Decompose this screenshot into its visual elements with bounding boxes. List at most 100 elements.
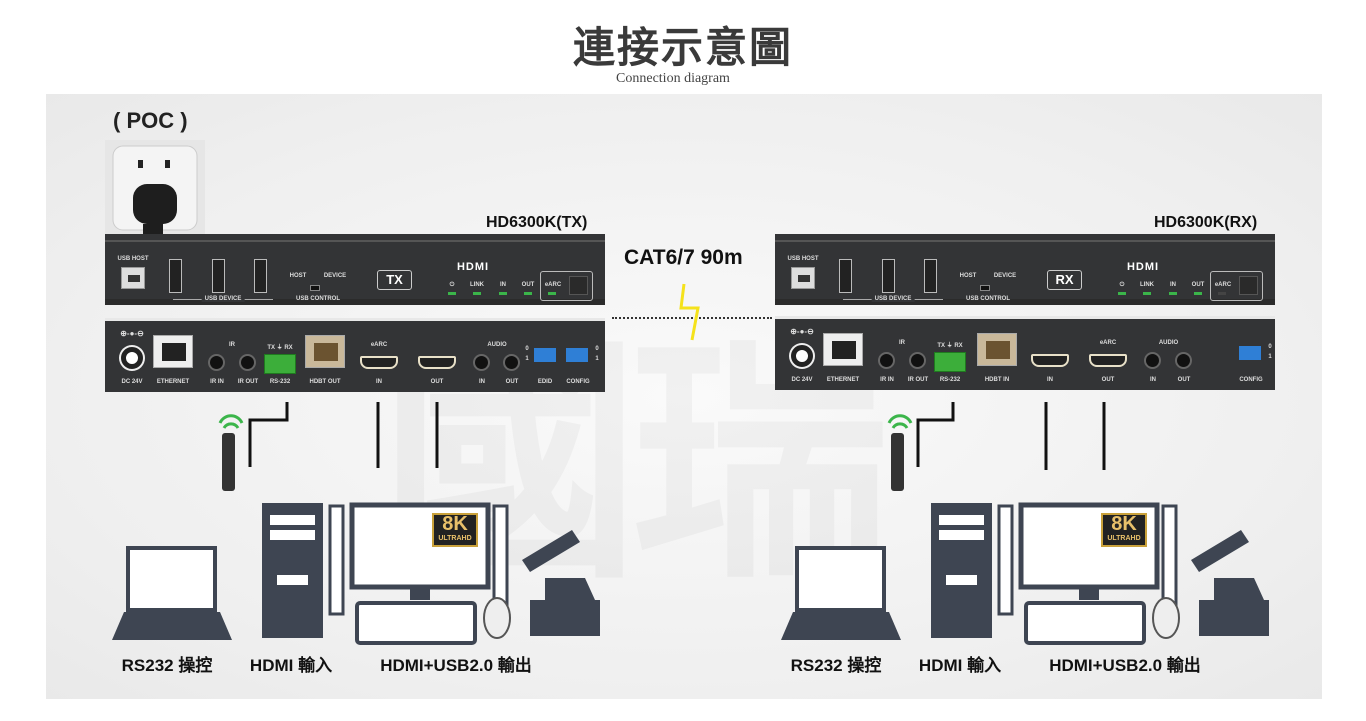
rx-led-label-0: ⏻ (1119, 282, 1125, 288)
tx-front-panel: USB HOST USB DEVICE HOST DEVICE USB CONTROL T… (105, 240, 605, 305)
rx-usb-control-switch[interactable] (980, 285, 990, 291)
rx-led-label-3: OUT (1191, 282, 1205, 288)
tx-usb-device-label: USB DEVICE (201, 296, 245, 302)
tx-audio-label: AUDIO (487, 342, 507, 348)
rx-config-dip-switch[interactable] (1239, 346, 1261, 360)
tx-earc-label: eARC (370, 342, 388, 348)
rx-audio-label: AUDIO (1158, 340, 1179, 346)
rx-ir-label: IR (899, 340, 905, 346)
rx-led-3 (1194, 292, 1202, 295)
rx-hdbt-port[interactable] (977, 333, 1017, 366)
tx-usb-host-port[interactable] (121, 267, 145, 289)
tx-rs232-pins-label: TX ⏚ RX (267, 345, 293, 351)
rx-config-label: CONFIG (1239, 377, 1263, 383)
tx-hdmi-in-port[interactable] (360, 356, 398, 369)
tx-hdmi-out-port[interactable] (418, 356, 456, 369)
tx-earc-led (548, 292, 556, 295)
tx-ir-label: IR (229, 342, 235, 348)
tx-hdmi-in-label: IN (376, 379, 382, 385)
tx-usb-control-label: USB CONTROL (296, 296, 340, 302)
tx-device-label: DEVICE (323, 273, 347, 279)
tx-usb-control-switch[interactable] (310, 285, 320, 291)
tx-edid-0-label: 0 (525, 346, 529, 352)
rx-audio-out-label: OUT (1177, 377, 1191, 383)
tx-audio-out-label: OUT (505, 379, 519, 385)
tx-earc-box: eARC (540, 271, 593, 301)
watermark: 國瑞 (380, 250, 880, 627)
rx-ethernet-label: ETHERNET (826, 377, 860, 383)
rx-usb-device-port-3[interactable] (924, 259, 937, 293)
rx-8k-badge-text: 8K (1111, 513, 1137, 535)
tx-8k-badge-text: 8K (442, 513, 468, 535)
rx-audio-in-port[interactable] (1144, 352, 1161, 369)
tx-audio-out-port[interactable] (503, 354, 520, 371)
rx-dc-port[interactable] (791, 345, 813, 367)
rx-earc-label: eARC (1099, 340, 1117, 346)
rx-hdmi-out-port[interactable] (1089, 354, 1127, 367)
rx-usb-host-port[interactable] (791, 267, 815, 289)
tx-edid-dip-switch[interactable] (534, 348, 556, 362)
rx-hdmi-in-label: IN (1047, 377, 1053, 383)
cat-cable-line (612, 317, 772, 319)
tx-config-1-label: 1 (595, 356, 599, 362)
rx-rs232-pins-label: TX ⏚ RX (937, 343, 963, 349)
rx-usb-host-label: USB HOST (787, 256, 819, 262)
rx-hdmi-in-port[interactable] (1031, 354, 1069, 367)
lightning-icon (679, 283, 700, 341)
rx-audio-in-label: IN (1150, 377, 1156, 383)
tx-usb-device-port-3[interactable] (254, 259, 267, 293)
tx-ethernet-label: ETHERNET (156, 379, 190, 385)
tx-dc-label: DC 24V (121, 379, 143, 385)
rx-audio-out-port[interactable] (1175, 352, 1192, 369)
tx-config-label: CONFIG (566, 379, 590, 385)
rx-earc-box: eARC (1210, 271, 1263, 301)
tx-hdmi-out-label: OUT (430, 379, 444, 385)
rx-usb-device-port-1[interactable] (839, 259, 852, 293)
tx-ir-out-port[interactable] (239, 354, 256, 371)
tx-bottom-label-0: RS232 操控 (121, 656, 213, 675)
tx-led-label-1: LINK (470, 282, 484, 288)
tx-earc-button[interactable] (569, 276, 588, 295)
tx-ethernet-port[interactable] (153, 335, 193, 368)
tx-led-label-2: IN (500, 282, 506, 288)
rx-ir-out-label: IR OUT (907, 377, 929, 383)
tx-usb-device-port-1[interactable] (169, 259, 182, 293)
rx-model-label: HD6300K(RX) (1154, 214, 1258, 231)
tx-ir-in-port[interactable] (208, 354, 225, 371)
rx-ir-in-port[interactable] (878, 352, 895, 369)
rx-ir-out-port[interactable] (909, 352, 926, 369)
diagram-stage (46, 94, 1322, 699)
tx-hdbt-label: HDBT OUT (309, 379, 341, 385)
poc-label: ( POC ) (113, 108, 188, 133)
rx-usb-device-port-2[interactable] (882, 259, 895, 293)
rx-led-2 (1169, 292, 1177, 295)
rx-earc-led (1218, 292, 1226, 295)
tx-hdbt-port[interactable] (305, 335, 345, 368)
tx-rs232-terminal[interactable] (264, 354, 296, 374)
tx-led-label-0: ⏻ (449, 282, 455, 288)
tx-led-0 (448, 292, 456, 295)
tx-config-dip-switch[interactable] (566, 348, 588, 362)
tx-usb-device-port-2[interactable] (212, 259, 225, 293)
tx-hdmi-logo: HDMI (456, 261, 490, 273)
page-title: 連接示意圖 (572, 23, 793, 72)
rx-earc-button[interactable] (1239, 276, 1258, 295)
tx-audio-in-port[interactable] (473, 354, 490, 371)
tx-earc-led-label: eARC (544, 282, 562, 288)
tx-host-label: HOST (289, 273, 307, 279)
tx-dc-port[interactable] (121, 347, 143, 369)
rx-device-label: DEVICE (993, 273, 1017, 279)
rx-hdmi-out-label: OUT (1101, 377, 1115, 383)
page-subtitle: Connection diagram (616, 71, 730, 86)
tx-usb-host-label: USB HOST (117, 256, 149, 262)
tx-led-2 (499, 292, 507, 295)
rx-led-0 (1118, 292, 1126, 295)
tx-mode-badge: TX (377, 270, 412, 290)
tx-led-label-3: OUT (521, 282, 535, 288)
rx-ethernet-port[interactable] (823, 333, 863, 366)
rx-rs232-terminal[interactable] (934, 352, 966, 372)
rx-bottom-label-1: HDMI 輸入 (918, 656, 1002, 675)
rx-led-label-2: IN (1170, 282, 1176, 288)
